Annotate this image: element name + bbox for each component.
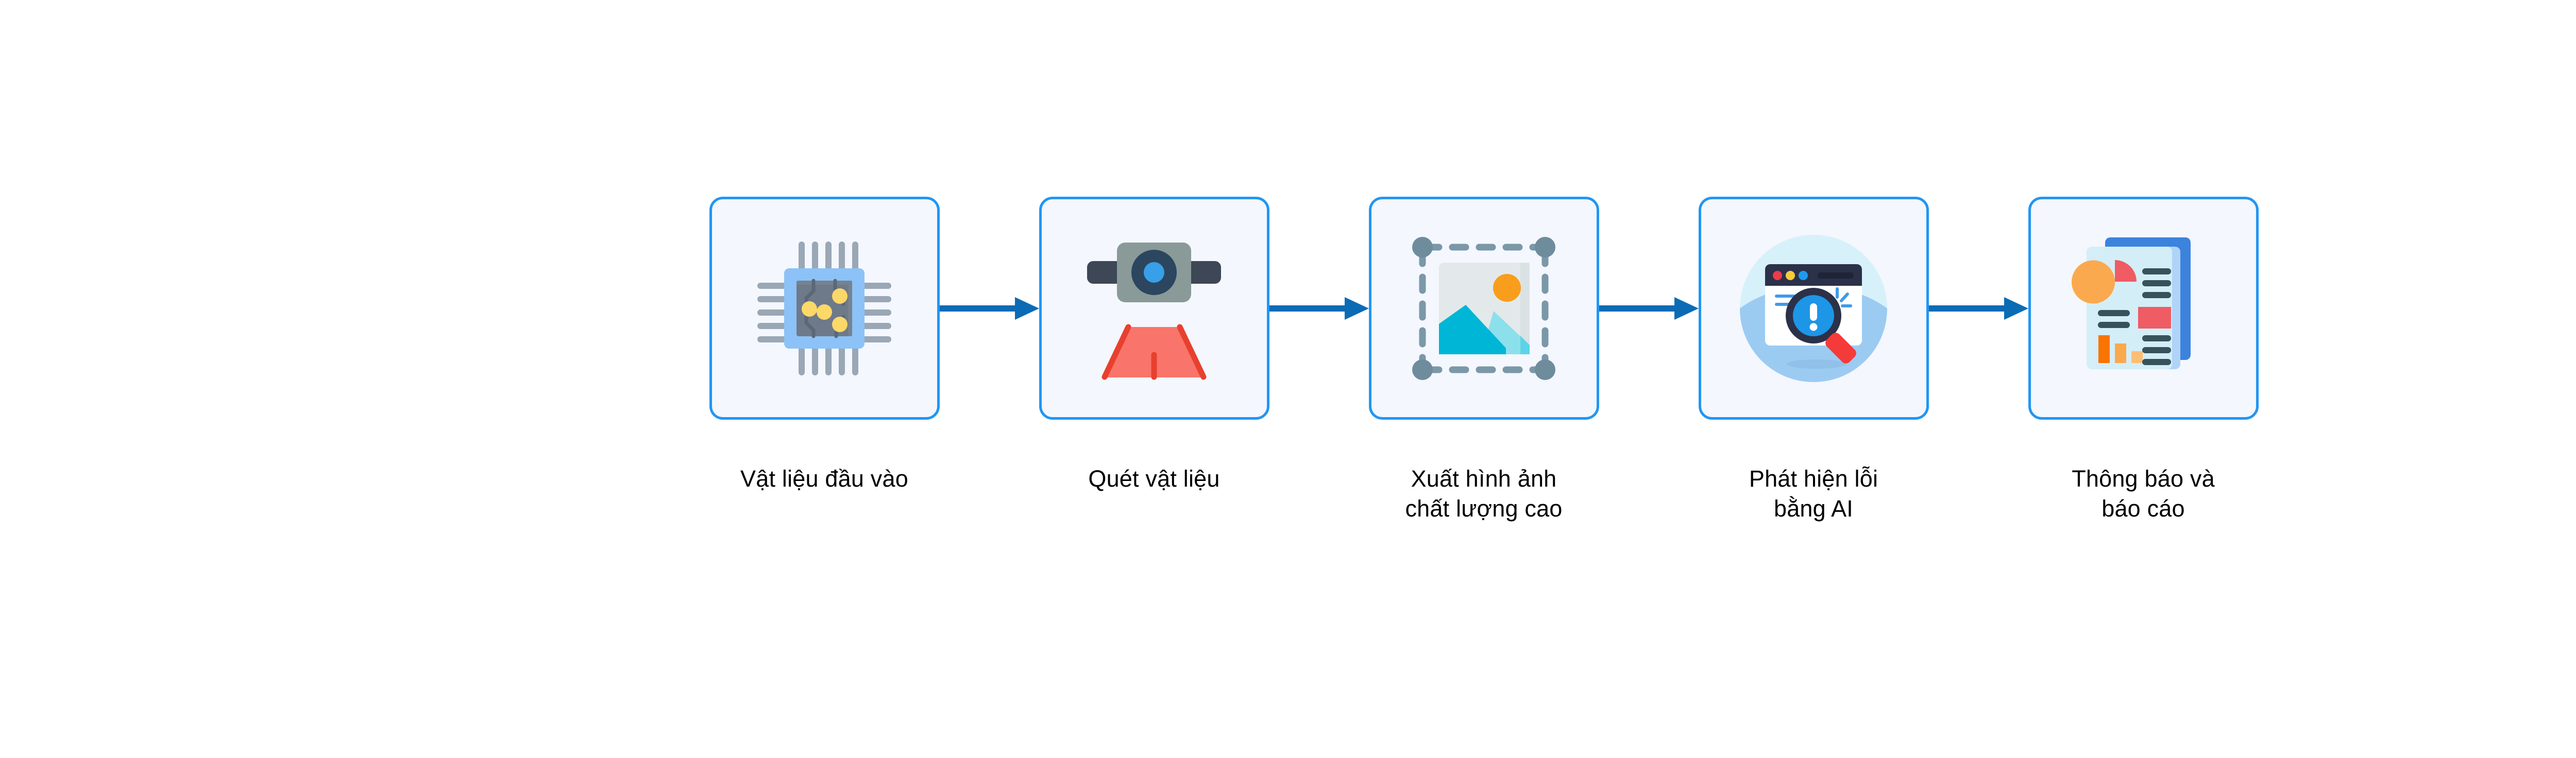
process-step-5[interactable]: Thông báo và báo cáo <box>2028 197 2259 524</box>
laser-scanner-icon <box>1087 242 1221 380</box>
connector-arrow-2 <box>1269 197 1369 420</box>
arrow-right-icon <box>1928 297 2028 320</box>
microchip-icon <box>757 241 891 375</box>
high-quality-image-icon <box>1412 236 1555 380</box>
ai-defect-detection-icon <box>1740 234 1887 382</box>
process-step-1[interactable]: Vật liệu đầu vào <box>709 197 940 494</box>
step-card-image-output[interactable] <box>1368 197 1599 420</box>
step-card-material-input[interactable] <box>709 197 940 420</box>
report-documents-icon <box>2072 237 2191 369</box>
step-label-3: Xuất hình ảnh chất lượng cao <box>1405 466 1563 522</box>
step-card-ai-defect-detection[interactable] <box>1698 197 1929 420</box>
arrow-right-icon <box>1269 297 1369 320</box>
step-label-4: Phát hiện lỗi bằng AI <box>1749 466 1878 522</box>
connector-arrow-3 <box>1599 197 1699 420</box>
process-step-4[interactable]: Phát hiện lỗi bằng AI <box>1698 197 1929 524</box>
process-step-3[interactable]: Xuất hình ảnh chất lượng cao <box>1368 197 1599 524</box>
step-card-material-scan[interactable] <box>1039 197 1269 420</box>
arrow-right-icon <box>939 297 1039 320</box>
step-label-5: Thông báo và báo cáo <box>2072 466 2215 522</box>
step-label-1: Vật liệu đầu vào <box>740 466 908 492</box>
arrow-right-icon <box>1599 297 1699 320</box>
process-step-2[interactable]: Quét vật liệu <box>1039 197 1269 494</box>
connector-arrow-1 <box>939 197 1039 420</box>
step-card-notification-report[interactable] <box>2028 197 2259 420</box>
connector-arrow-4 <box>1928 197 2028 420</box>
step-label-2: Quét vật liệu <box>1088 466 1220 492</box>
